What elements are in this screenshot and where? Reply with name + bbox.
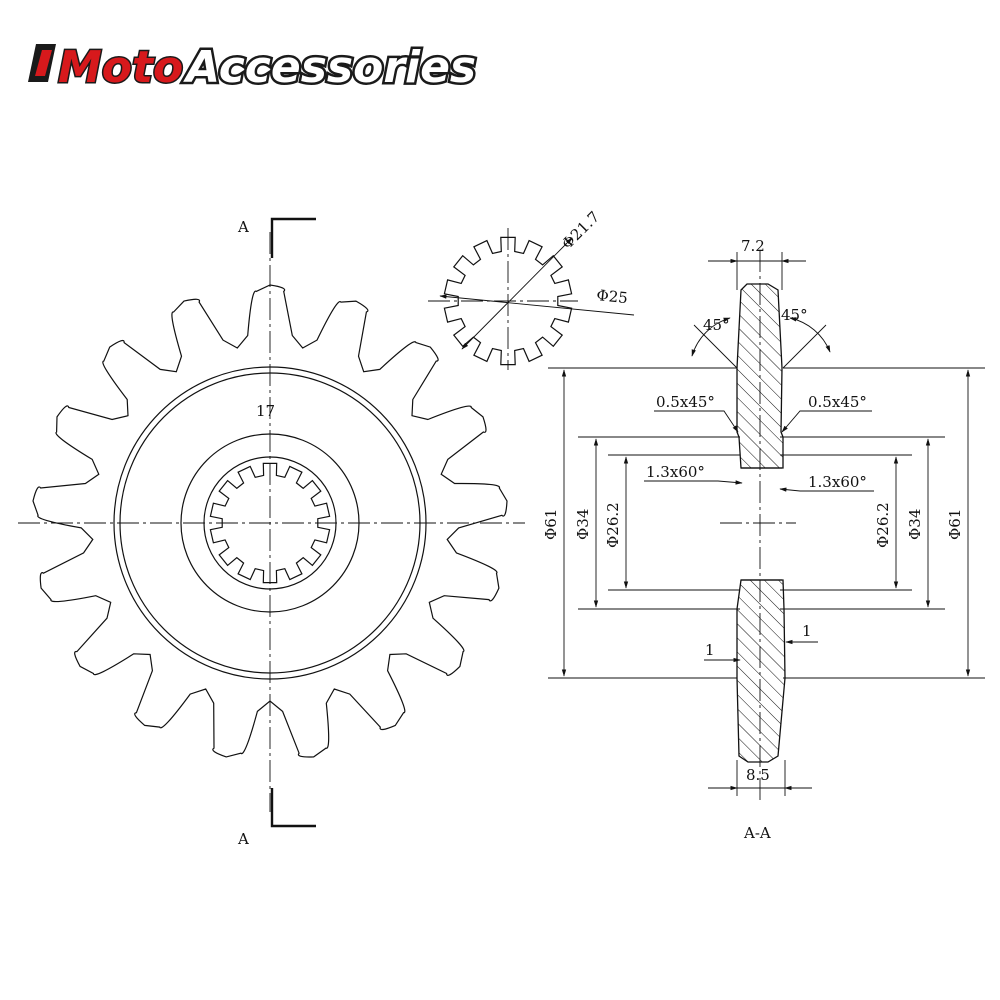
- dia-61-left-label: Φ61: [542, 509, 560, 540]
- sprocket-teeth-outline: [32, 284, 508, 758]
- section-label-bottom: A: [237, 830, 249, 848]
- angle-45-left-arc: [691, 317, 731, 357]
- dia-25-label: Φ25: [596, 286, 629, 307]
- spline-chamfer-left-label: 1.3x60°: [646, 463, 705, 481]
- brand-logo: Moto Accessories: [28, 40, 479, 96]
- offset-right-label: 1: [802, 622, 812, 640]
- spline-chamfer-left-leader: [644, 480, 743, 485]
- angle-45-right-label: 45°: [781, 306, 808, 324]
- angle-45-right-arc: [789, 317, 831, 353]
- width-7-2-label: 7.2: [741, 237, 765, 255]
- chamfer-left-leader: [654, 410, 739, 433]
- dia-26-2-left-label: Φ26.2: [604, 502, 622, 548]
- width-8-5-label: 8.5: [746, 766, 770, 784]
- angle-45-left-label: 45°: [703, 316, 730, 334]
- spline-detail-view: Φ21.7 Φ25: [428, 208, 635, 370]
- section-label-top: A: [237, 218, 249, 236]
- offset-left-label: 1: [705, 641, 715, 659]
- spline-bore-outline: [209, 462, 331, 584]
- spline-chamfer-right-label: 1.3x60°: [808, 473, 867, 491]
- chamfer-right-label: 0.5x45°: [808, 393, 867, 411]
- spline-chamfer-right-leader: [779, 487, 874, 492]
- chamfer-left-label: 0.5x45°: [656, 393, 715, 411]
- tooth-count-label: 17: [256, 402, 275, 420]
- dia-21-7-label: Φ21.7: [558, 208, 603, 253]
- dia-61-right-label: Φ61: [946, 509, 964, 540]
- front-view: 17 A A: [18, 217, 525, 848]
- section-marker-top: A: [237, 217, 316, 258]
- chamfer-right-leader: [781, 410, 872, 433]
- dia-34-right-label: Φ34: [906, 509, 924, 540]
- logo-part-accessories: Accessories: [183, 42, 476, 93]
- section-view: Φ61 Φ34 Φ26.2 Φ26.2 Φ34 Φ61 7.2 8.5 45° …: [542, 237, 985, 842]
- logo-speed-lines: [28, 44, 56, 82]
- angle-45-right-ext: [782, 324, 827, 369]
- section-marker-bottom: A: [237, 788, 316, 848]
- logo-part-moto: Moto: [58, 42, 183, 93]
- dia-25-leader: [439, 294, 635, 316]
- dia-26-2-right-label: Φ26.2: [874, 502, 892, 548]
- dia-21-7-leader: [461, 237, 573, 350]
- section-view-label: A-A: [743, 824, 771, 842]
- dia-34-left-label: Φ34: [574, 509, 592, 540]
